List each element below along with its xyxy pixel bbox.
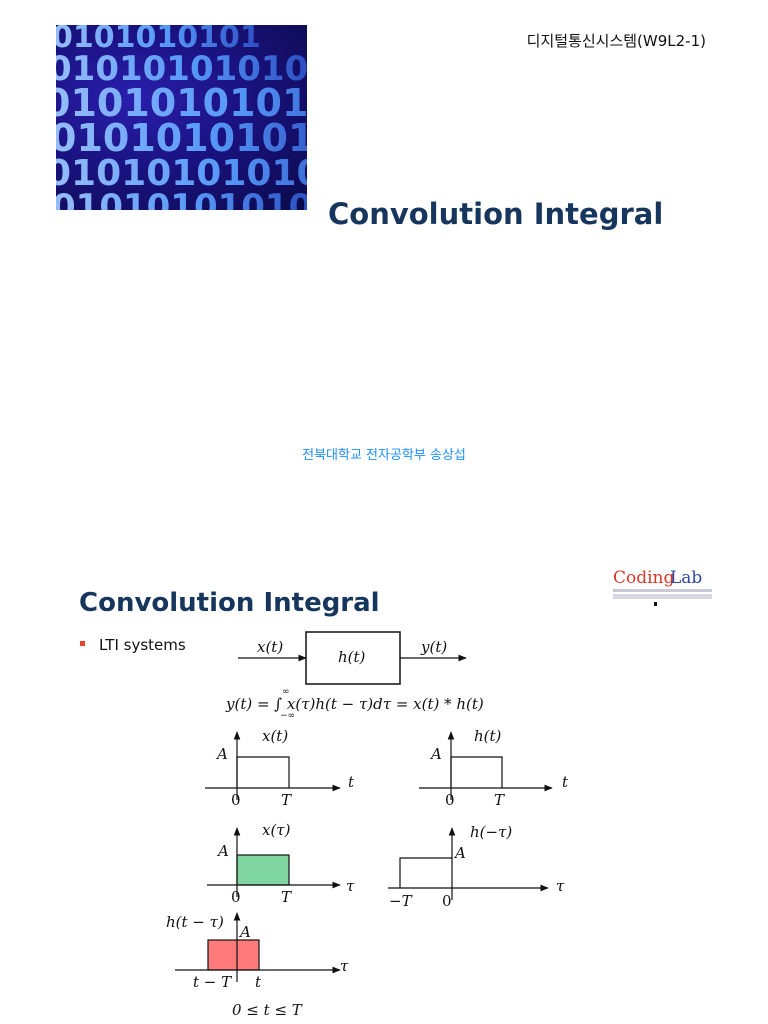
section-title: Convolution Integral bbox=[79, 588, 380, 618]
h-t-label: h(t) bbox=[474, 727, 502, 745]
x-t-end: T bbox=[281, 791, 292, 809]
h-neg-tau-label: h(−τ) bbox=[470, 823, 512, 841]
time-condition: 0 ≤ t ≤ T bbox=[232, 1001, 303, 1019]
x-tau-zero: 0 bbox=[231, 888, 241, 906]
x-t-axis-label: t bbox=[348, 773, 355, 791]
eq-lower-limit: −∞ bbox=[280, 711, 295, 721]
course-code: 디지털통신시스템(W9L2-1) bbox=[526, 32, 706, 50]
eq-upper-limit: ∞ bbox=[282, 687, 290, 697]
binary-row: 01010101010 bbox=[56, 187, 307, 210]
binary-row: 01010101010 bbox=[56, 116, 307, 160]
coding-lab-logo: Coding Lab bbox=[612, 566, 714, 606]
plot-h-shift: h(t − τ) A τ t − T t bbox=[166, 912, 349, 991]
x-t-zero: 0 bbox=[231, 791, 241, 809]
h-t-zero: 0 bbox=[445, 791, 455, 809]
bullet-text: LTI systems bbox=[99, 636, 186, 654]
binary-row: 01010101010 bbox=[56, 49, 307, 89]
convolution-diagram: x(t) h(t) y(t) y(t) = ∫ x(τ)h(t − τ)dτ =… bbox=[166, 631, 569, 1019]
binary-code-image: 0101010101010101010100101010101010010101… bbox=[56, 25, 307, 210]
author-line: 전북대학교 전자공학부 송상섭 bbox=[302, 448, 466, 463]
h-shift-amp: A bbox=[238, 923, 251, 941]
h-t-amp: A bbox=[429, 745, 442, 763]
x-t-amp: A bbox=[215, 745, 228, 763]
input-label: x(t) bbox=[257, 638, 283, 656]
plot-x-t: x(t) A t 0 T bbox=[205, 727, 355, 809]
x-tau-amp: A bbox=[216, 842, 229, 860]
h-neg-tau-start: −T bbox=[389, 892, 413, 910]
x-t-label: x(t) bbox=[262, 727, 288, 745]
plot-h-neg-tau: h(−τ) A τ −T 0 bbox=[388, 823, 565, 910]
binary-row: 0101010101 bbox=[56, 25, 261, 55]
slide-title: Convolution Integral bbox=[328, 197, 664, 231]
h-shift-axis-label: τ bbox=[340, 957, 349, 975]
x-tau-axis-label: τ bbox=[346, 877, 355, 895]
x-tau-end: T bbox=[281, 888, 292, 906]
h-shift-end: t bbox=[255, 973, 262, 991]
x-tau-label: x(τ) bbox=[262, 821, 291, 839]
system-label: h(t) bbox=[338, 648, 366, 666]
bullet-square-icon bbox=[80, 641, 85, 646]
output-label: y(t) bbox=[420, 638, 447, 656]
logo-text-coding: Coding bbox=[613, 568, 675, 588]
h-neg-tau-amp: A bbox=[453, 844, 466, 862]
h-neg-tau-axis-label: τ bbox=[556, 877, 565, 895]
h-t-end: T bbox=[494, 791, 505, 809]
h-t-axis-label: t bbox=[562, 773, 569, 791]
h-shift-label: h(t − τ) bbox=[166, 913, 224, 931]
bullet-item: LTI systems bbox=[80, 636, 186, 654]
plot-h-t: h(t) A t 0 T bbox=[419, 727, 569, 809]
plot-x-tau: x(τ) A τ 0 T bbox=[207, 821, 355, 906]
logo-text-lab: Lab bbox=[670, 568, 702, 588]
h-neg-tau-zero: 0 bbox=[442, 892, 452, 910]
convolution-equation: y(t) = ∫ x(τ)h(t − τ)dτ = x(t) * h(t) bbox=[225, 695, 484, 713]
h-shift-start: t − T bbox=[193, 973, 232, 991]
